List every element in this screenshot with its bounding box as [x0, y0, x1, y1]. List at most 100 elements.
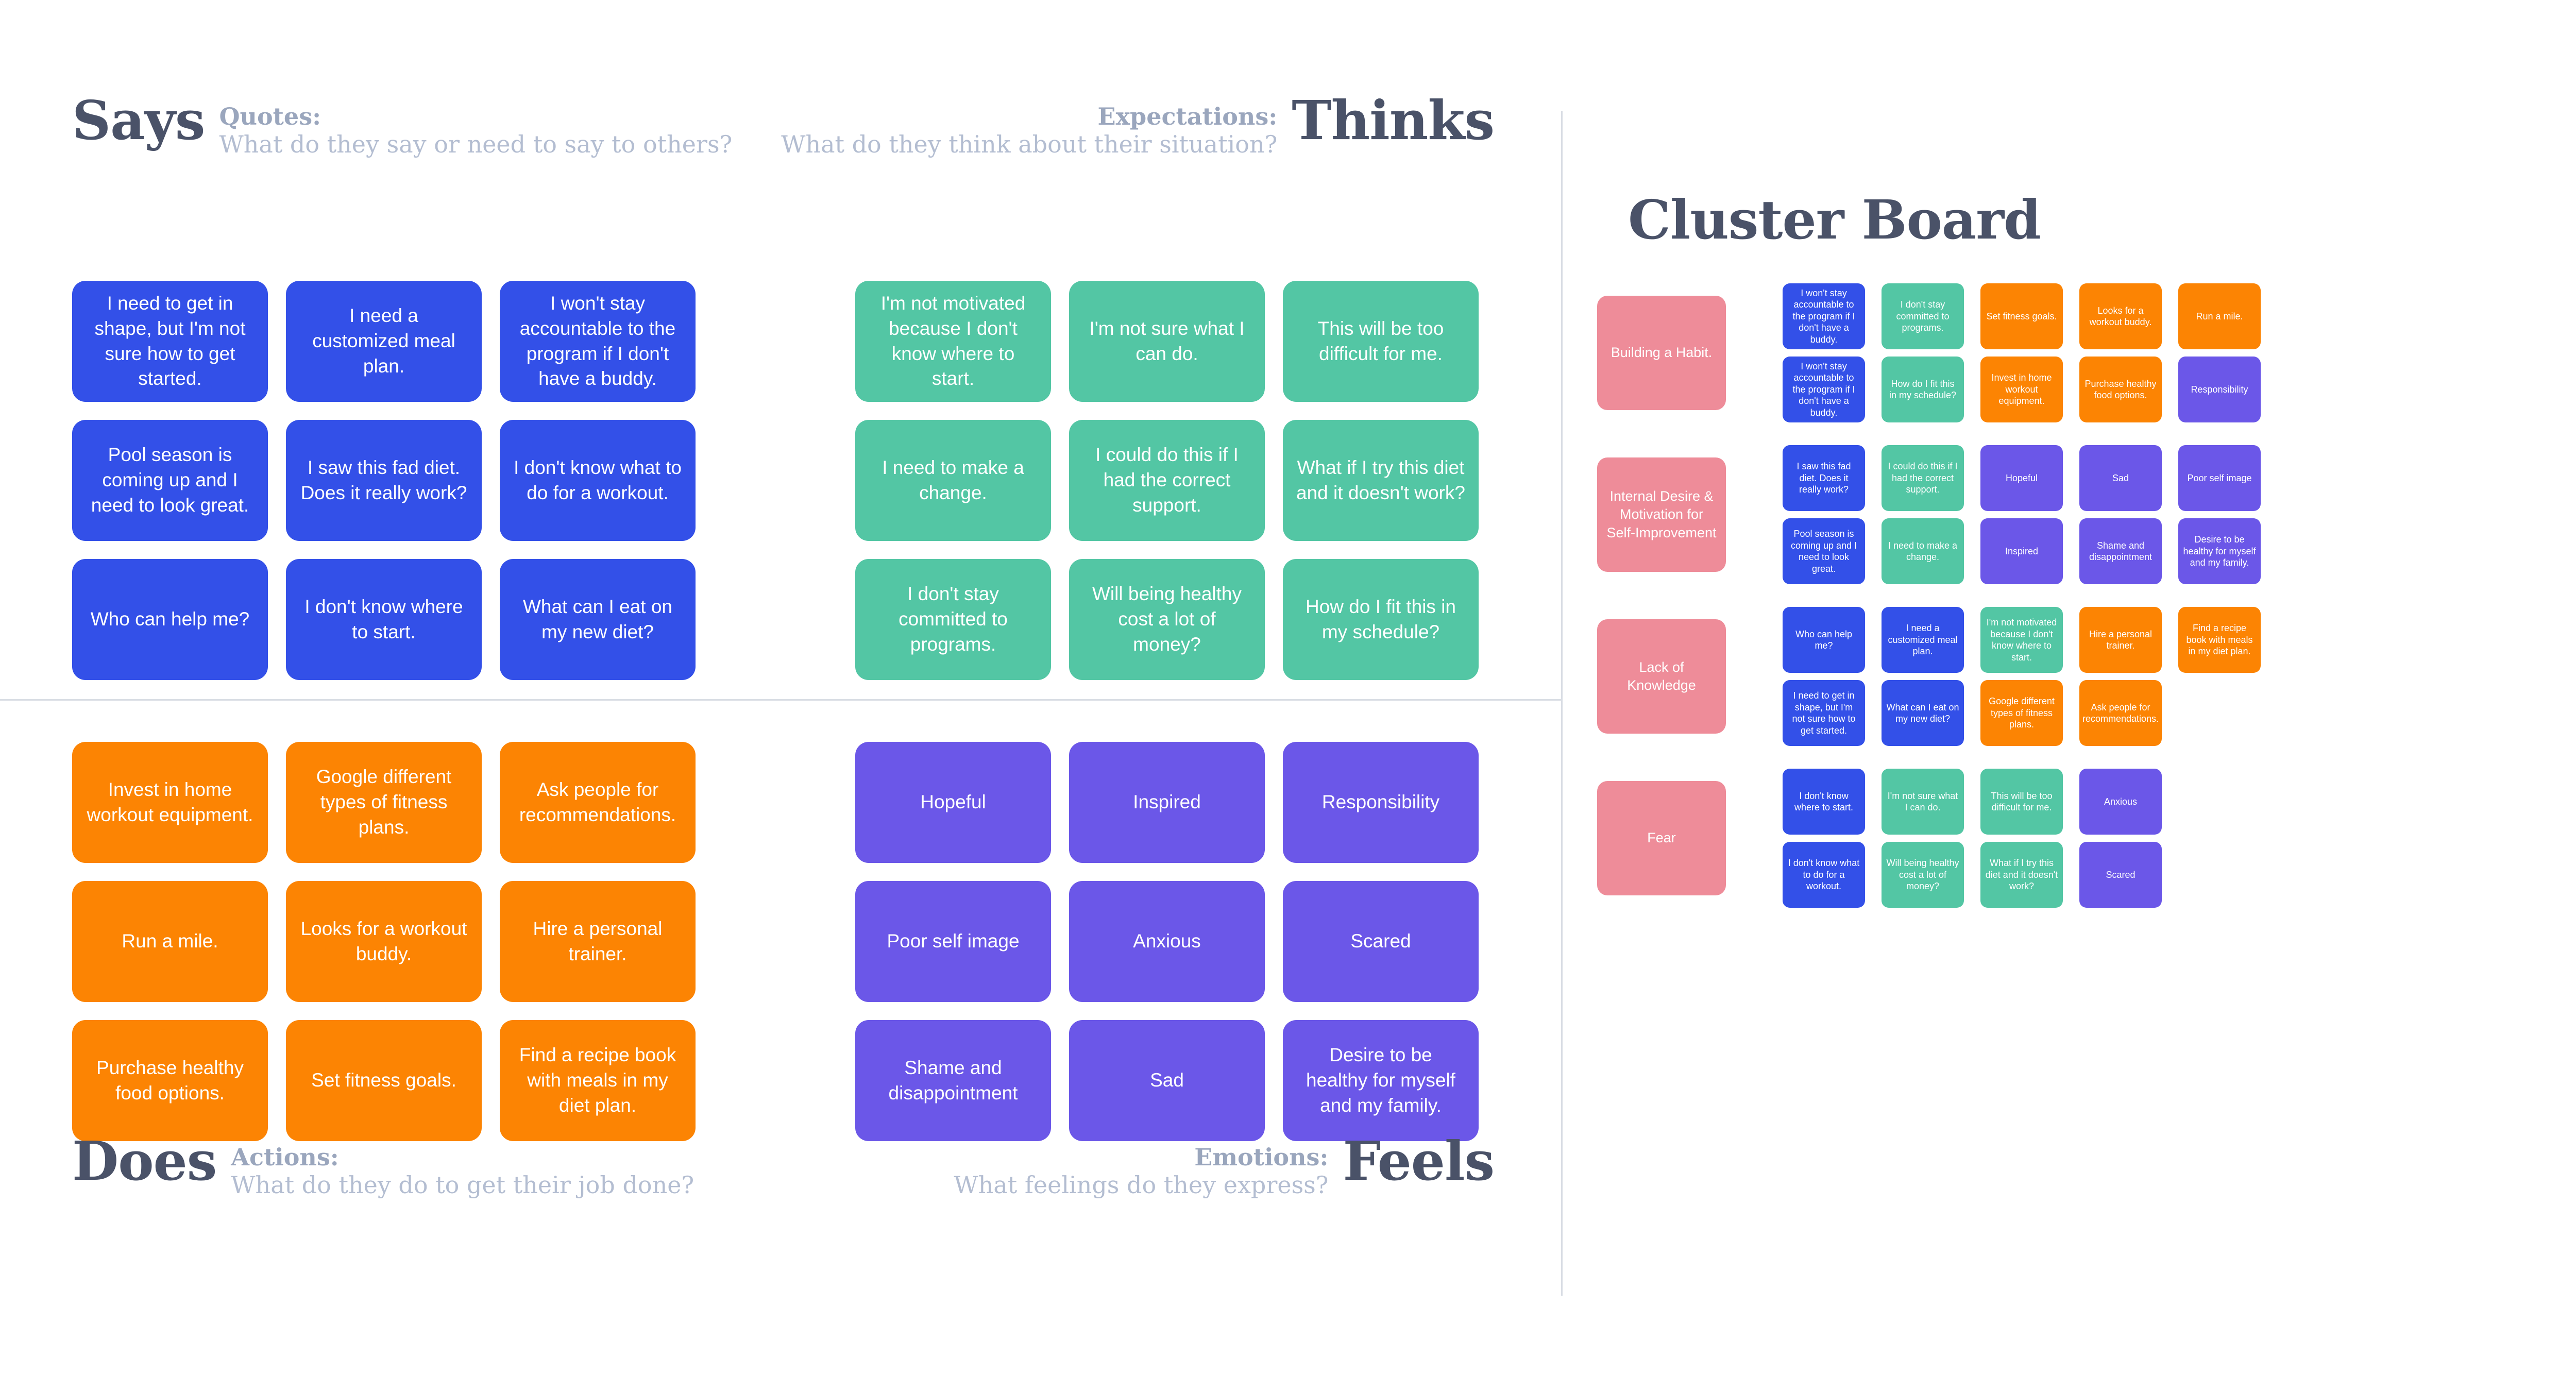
- thinks-card[interactable]: I could do this if I had the correct sup…: [1069, 420, 1265, 541]
- feels-card[interactable]: Shame and disappointment: [855, 1020, 1051, 1141]
- cluster-card-grid: Who can help me? I need a customized mea…: [1783, 607, 2261, 746]
- cluster-card[interactable]: I need to make a change.: [1882, 518, 1964, 584]
- cluster-card[interactable]: What can I eat on my new diet?: [1882, 680, 1964, 746]
- feels-card[interactable]: Responsibility: [1283, 742, 1479, 863]
- cluster-card[interactable]: I need to get in shape, but I'm not sure…: [1783, 680, 1865, 746]
- cluster-board-panel: Cluster Board Building a Habit. I won't …: [1597, 0, 2576, 1391]
- does-card-grid: Invest in home workout equipment. Google…: [72, 742, 696, 1141]
- cluster-card[interactable]: Find a recipe book with meals in my diet…: [2178, 607, 2261, 673]
- says-card[interactable]: I need a customized meal plan.: [286, 281, 482, 402]
- cluster-card-grid: I saw this fad diet. Does it really work…: [1783, 445, 2261, 584]
- does-card[interactable]: Google different types of fitness plans.: [286, 742, 482, 863]
- cluster-card[interactable]: Anxious: [2079, 769, 2162, 835]
- says-card[interactable]: Who can help me?: [72, 559, 268, 680]
- does-card[interactable]: Hire a personal trainer.: [500, 881, 696, 1002]
- thinks-card[interactable]: I need to make a change.: [855, 420, 1051, 541]
- empathy-map-panel: Says Quotes: What do they say or need to…: [0, 89, 1563, 1296]
- says-question: What do they say or need to say to other…: [219, 130, 733, 159]
- cluster-card[interactable]: Responsibility: [2178, 357, 2261, 422]
- cluster-card[interactable]: Set fitness goals.: [1980, 283, 2063, 349]
- feels-card[interactable]: Poor self image: [855, 881, 1051, 1002]
- cluster-card[interactable]: What if I try this diet and it doesn't w…: [1980, 842, 2063, 908]
- cluster-card[interactable]: Invest in home workout equipment.: [1980, 357, 2063, 422]
- cluster-card[interactable]: Purchase healthy food options.: [2079, 357, 2162, 422]
- cluster-card[interactable]: Who can help me?: [1783, 607, 1865, 673]
- feels-question: What feelings do they express?: [954, 1171, 1329, 1199]
- cluster-label[interactable]: Fear: [1597, 781, 1726, 895]
- says-card[interactable]: What can I eat on my new diet?: [500, 559, 696, 680]
- cluster-label[interactable]: Lack of Knowledge: [1597, 619, 1726, 734]
- thinks-section-header: Expectations: What do they think about t…: [781, 94, 1495, 159]
- cluster-card[interactable]: I saw this fad diet. Does it really work…: [1783, 445, 1865, 511]
- says-title: Says: [72, 89, 205, 152]
- cluster-card[interactable]: I don't know what to do for a workout.: [1783, 842, 1865, 908]
- does-title: Does: [72, 1129, 217, 1193]
- cluster-label[interactable]: Building a Habit.: [1597, 296, 1726, 410]
- cluster-card[interactable]: Poor self image: [2178, 445, 2261, 511]
- cluster-card[interactable]: Will being healthy cost a lot of money?: [1882, 842, 1964, 908]
- cluster-card[interactable]: Google different types of fitness plans.: [1980, 680, 2063, 746]
- thinks-label: Expectations:: [1097, 103, 1278, 130]
- cluster-card[interactable]: I don't stay committed to programs.: [1882, 283, 1964, 349]
- cluster-row: Internal Desire & Motivation for Self-Im…: [1597, 445, 2576, 584]
- thinks-question: What do they think about their situation…: [781, 130, 1278, 159]
- says-card[interactable]: I won't stay accountable to the program …: [500, 281, 696, 402]
- thinks-card[interactable]: Will being healthy cost a lot of money?: [1069, 559, 1265, 680]
- cluster-card[interactable]: Looks for a workout buddy.: [2079, 283, 2162, 349]
- does-card[interactable]: Invest in home workout equipment.: [72, 742, 268, 863]
- cluster-card[interactable]: Scared: [2079, 842, 2162, 908]
- cluster-card[interactable]: I could do this if I had the correct sup…: [1882, 445, 1964, 511]
- does-card[interactable]: Set fitness goals.: [286, 1020, 482, 1141]
- says-label: Quotes:: [219, 103, 321, 130]
- cluster-card[interactable]: This will be too difficult for me.: [1980, 769, 2063, 835]
- feels-label: Emotions:: [1194, 1143, 1329, 1171]
- cluster-card[interactable]: Hopeful: [1980, 445, 2063, 511]
- does-card[interactable]: Ask people for recommendations.: [500, 742, 696, 863]
- thinks-card[interactable]: I'm not motivated because I don't know w…: [855, 281, 1051, 402]
- thinks-card[interactable]: What if I try this diet and it doesn't w…: [1283, 420, 1479, 541]
- does-question: What do they do to get their job done?: [231, 1171, 694, 1199]
- says-card[interactable]: I don't know what to do for a workout.: [500, 420, 696, 541]
- thinks-card[interactable]: I'm not sure what I can do.: [1069, 281, 1265, 402]
- cluster-rows: Building a Habit. I won't stay accountab…: [1597, 283, 2576, 930]
- feels-card[interactable]: Desire to be healthy for myself and my f…: [1283, 1020, 1479, 1141]
- cluster-card[interactable]: I won't stay accountable to the program …: [1783, 357, 1865, 422]
- cluster-card[interactable]: Shame and disappointment: [2079, 518, 2162, 584]
- cluster-card-empty: [2178, 842, 2261, 908]
- feels-card[interactable]: Sad: [1069, 1020, 1265, 1141]
- cluster-row: Building a Habit. I won't stay accountab…: [1597, 283, 2576, 422]
- feels-card[interactable]: Anxious: [1069, 881, 1265, 1002]
- says-card[interactable]: I need to get in shape, but I'm not sure…: [72, 281, 268, 402]
- cluster-card[interactable]: Pool season is coming up and I need to l…: [1783, 518, 1865, 584]
- cluster-card[interactable]: Inspired: [1980, 518, 2063, 584]
- says-card[interactable]: I saw this fad diet. Does it really work…: [286, 420, 482, 541]
- feels-card[interactable]: Inspired: [1069, 742, 1265, 863]
- does-card[interactable]: Run a mile.: [72, 881, 268, 1002]
- vertical-divider: [1561, 111, 1563, 1296]
- cluster-card[interactable]: Desire to be healthy for myself and my f…: [2178, 518, 2261, 584]
- thinks-card[interactable]: I don't stay committed to programs.: [855, 559, 1051, 680]
- cluster-card[interactable]: Run a mile.: [2178, 283, 2261, 349]
- feels-card[interactable]: Scared: [1283, 881, 1479, 1002]
- says-card[interactable]: I don't know where to start.: [286, 559, 482, 680]
- cluster-card[interactable]: I need a customized meal plan.: [1882, 607, 1964, 673]
- cluster-card[interactable]: I'm not motivated because I don't know w…: [1980, 607, 2063, 673]
- thinks-card[interactable]: This will be too difficult for me.: [1283, 281, 1479, 402]
- cluster-card[interactable]: Ask people for recommendations.: [2079, 680, 2162, 746]
- feels-card[interactable]: Hopeful: [855, 742, 1051, 863]
- does-subtitle: Actions: What do they do to get their jo…: [231, 1136, 694, 1199]
- horizontal-divider: [0, 699, 1561, 701]
- cluster-card[interactable]: I don't know where to start.: [1783, 769, 1865, 835]
- cluster-card[interactable]: Hire a personal trainer.: [2079, 607, 2162, 673]
- does-card[interactable]: Find a recipe book with meals in my diet…: [500, 1020, 696, 1141]
- cluster-card[interactable]: Sad: [2079, 445, 2162, 511]
- thinks-card[interactable]: How do I fit this in my schedule?: [1283, 559, 1479, 680]
- cluster-label[interactable]: Internal Desire & Motivation for Self-Im…: [1597, 457, 1726, 572]
- says-card[interactable]: Pool season is coming up and I need to l…: [72, 420, 268, 541]
- does-card[interactable]: Looks for a workout buddy.: [286, 881, 482, 1002]
- does-card[interactable]: Purchase healthy food options.: [72, 1020, 268, 1141]
- cluster-card[interactable]: How do I fit this in my schedule?: [1882, 357, 1964, 422]
- cluster-card[interactable]: I'm not sure what I can do.: [1882, 769, 1964, 835]
- cluster-card-grid: I don't know where to start. I'm not sur…: [1783, 769, 2261, 908]
- cluster-card[interactable]: I won't stay accountable to the program …: [1783, 283, 1865, 349]
